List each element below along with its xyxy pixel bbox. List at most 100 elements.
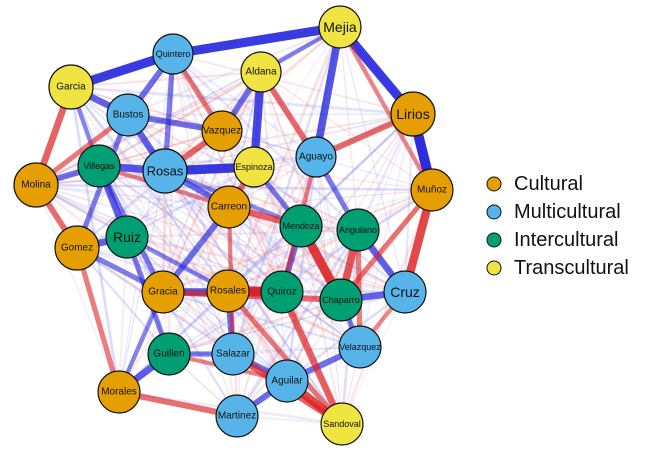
- weak-edge: [228, 189, 433, 208]
- edge-gomez-morales: [74, 247, 122, 393]
- node-circle: [77, 144, 121, 188]
- node-velazquez: Velazquez: [338, 325, 382, 369]
- node-circle: [54, 225, 100, 271]
- nodes-layer: MejiaQuinteroAldanaGarciaLiriosBustosVaz…: [13, 5, 454, 446]
- node-espinoza: Espinoza: [233, 146, 275, 188]
- node-label: Villegas: [83, 161, 115, 171]
- node-morales: Morales: [97, 370, 141, 414]
- weak-edge: [98, 155, 317, 168]
- weak-edge: [300, 189, 433, 227]
- node-munoz: Muñoz: [410, 168, 454, 212]
- node-rosas: Rosas: [142, 148, 188, 194]
- node-circle: [106, 93, 150, 137]
- node-label: Aguilar: [271, 376, 303, 387]
- weak-edge: [231, 26, 342, 355]
- node-label: Sandoval: [323, 419, 361, 429]
- node-gomez: Gomez: [54, 225, 100, 271]
- weak-edge: [164, 169, 359, 232]
- node-carreon: Carreon: [207, 185, 251, 229]
- weak-edge: [127, 114, 234, 355]
- weak-edge: [221, 26, 341, 132]
- node-mejia: Mejia: [318, 5, 362, 49]
- weak-edge: [162, 229, 359, 293]
- node-label: Gomez: [61, 243, 93, 254]
- edge-mejia-aguayo: [312, 26, 344, 158]
- node-circle: [105, 215, 149, 259]
- weak-edge: [253, 166, 406, 293]
- legend-label: Multicultural: [514, 201, 621, 223]
- legend-swatch: [486, 232, 502, 248]
- node-circle: [206, 269, 250, 313]
- node-rosales: Rosales: [206, 269, 250, 313]
- node-circle: [142, 148, 188, 194]
- weak-edge: [232, 113, 414, 355]
- legend-item-intercultural: Intercultural: [486, 229, 619, 251]
- weak-edge: [126, 165, 255, 239]
- weak-edge: [172, 53, 317, 158]
- node-label: Aguayo: [299, 152, 333, 163]
- weak-edge: [227, 189, 433, 292]
- weak-edge: [76, 53, 174, 249]
- node-circle: [152, 33, 194, 75]
- weak-edge: [340, 189, 434, 425]
- weak-edge: [127, 113, 414, 116]
- node-label: Guillen: [153, 349, 184, 360]
- node-circle: [141, 270, 185, 314]
- weak-edge: [98, 165, 283, 293]
- weak-edge: [172, 53, 283, 293]
- legend-item-multicultural: Multicultural: [486, 201, 621, 223]
- node-circle: [383, 270, 427, 314]
- weak-edge: [126, 236, 288, 382]
- node-label: Anguiano: [339, 225, 377, 235]
- legend: CulturalMulticulturalInterculturalTransc…: [486, 173, 629, 279]
- weak-edge: [168, 291, 406, 355]
- legend-label: Intercultural: [514, 229, 619, 251]
- node-label: Martinez: [218, 411, 256, 422]
- node-circle: [279, 204, 323, 248]
- node-circle: [320, 402, 364, 446]
- node-label: Rosales: [210, 286, 246, 297]
- node-aguayo: Aguayo: [295, 136, 337, 178]
- edge-quiroz-sandoval: [278, 290, 346, 426]
- node-label: Vazquez: [203, 126, 241, 137]
- node-label: Espinoza: [235, 162, 272, 172]
- weak-edge: [168, 298, 342, 356]
- weak-edge: [126, 71, 262, 238]
- weak-edge: [228, 206, 342, 301]
- node-circle: [260, 270, 304, 314]
- weak-edge: [359, 113, 414, 348]
- legend-item-transcultural: Transcultural: [486, 257, 629, 279]
- weak-edge: [339, 26, 359, 231]
- legend-swatch: [486, 260, 502, 276]
- node-label: Cruz: [390, 284, 420, 300]
- node-label: Quintero: [156, 49, 191, 59]
- node-label: Gracia: [148, 287, 178, 298]
- node-bustos: Bustos: [106, 93, 150, 137]
- node-circle: [97, 370, 141, 414]
- weak-edge: [76, 247, 170, 355]
- weak-edge: [281, 113, 414, 293]
- weak-edge: [226, 156, 318, 292]
- weak-edge: [70, 86, 229, 292]
- weak-edge: [300, 225, 343, 425]
- node-label: Aldana: [245, 67, 277, 78]
- weak-edge: [172, 53, 414, 115]
- weak-edge: [98, 70, 262, 168]
- node-quiroz: Quiroz: [260, 270, 304, 314]
- node-label: Salazar: [216, 349, 251, 360]
- weak-edge: [339, 26, 406, 293]
- node-circle: [318, 5, 362, 49]
- node-label: Rosas: [147, 164, 184, 179]
- weak-edge: [260, 71, 288, 382]
- node-circle: [240, 51, 282, 93]
- weak-edge: [35, 184, 120, 393]
- node-circle: [265, 359, 309, 403]
- node-molina: Molina: [13, 162, 59, 208]
- edge-munoz-chaparro: [338, 188, 435, 302]
- weak-edge: [98, 165, 342, 301]
- node-label: Lirios: [396, 106, 429, 122]
- weak-edge: [168, 188, 433, 356]
- legend-label: Cultural: [514, 173, 583, 195]
- node-quintero: Quintero: [152, 33, 194, 75]
